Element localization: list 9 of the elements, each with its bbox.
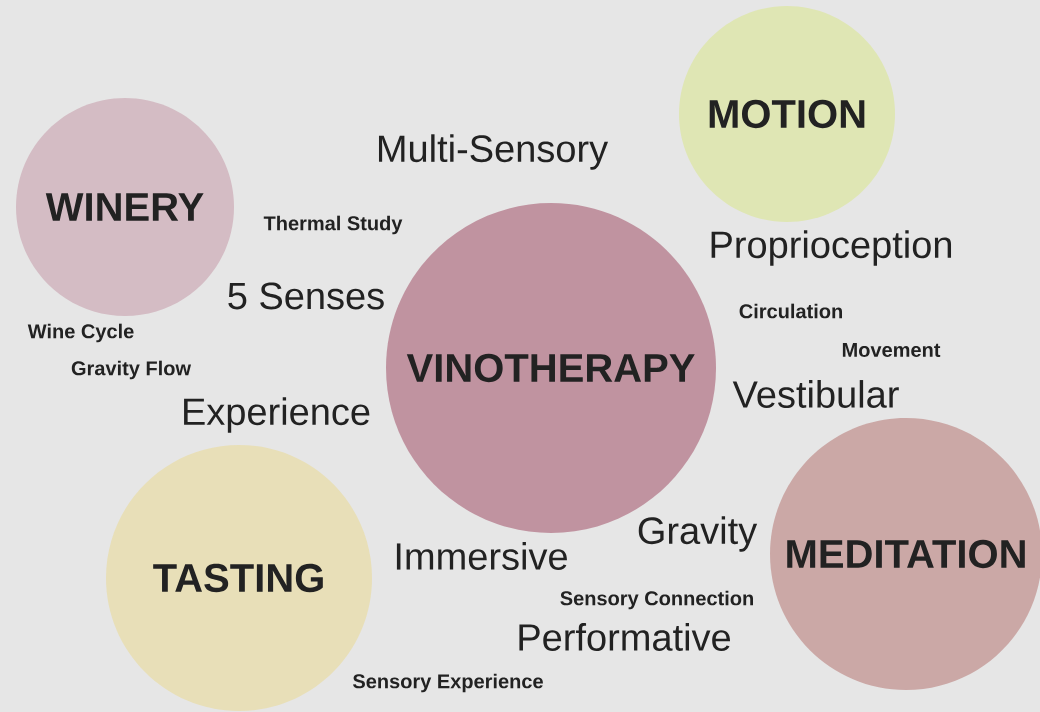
word-label: Circulation [739,303,842,319]
word-label: Gravity Flow [71,360,192,380]
word-label: Immersive [396,542,567,570]
word-label: Experience [184,397,370,433]
word-label: Multi-Sensory [379,134,609,170]
word-label: Performative [519,623,730,651]
word-label: Movement [842,343,941,357]
word-label: Sensory Connection [560,590,753,610]
word-label: Vestibular [732,380,899,408]
